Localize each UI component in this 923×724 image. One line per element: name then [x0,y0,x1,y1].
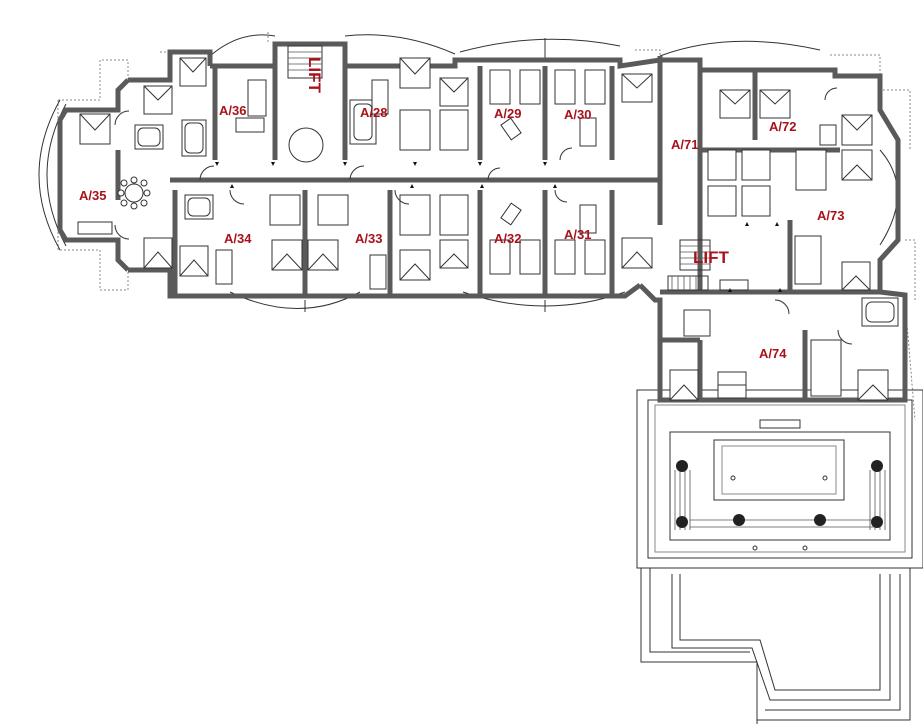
structural-walls [57,41,908,403]
unit-label-a36: A/36 [219,103,246,118]
table-icon [77,79,801,429]
unit-label-a73: A/73 [817,208,844,223]
unit-label-a29: A/29 [494,106,521,121]
lift-label-north: LIFT [305,57,324,93]
bathtub-icon [134,69,899,337]
bed-icon [79,57,889,401]
unit-labels: A/35 A/36 A/34 A/28 A/33 A/29 A/32 A/30 … [79,103,844,361]
unit-label-a71: A/71 [671,137,698,152]
plant-icon [676,460,883,528]
unit-label-a31: A/31 [564,227,591,242]
stair-icon [287,45,711,291]
roof-terrace [636,389,923,724]
unit-label-a35: A/35 [79,188,106,203]
unit-label-a28: A/28 [360,105,387,120]
door-swings [114,87,853,345]
unit-label-a33: A/33 [355,231,382,246]
unit-label-a30: A/30 [564,107,591,122]
lift-label-east: LIFT [693,248,729,267]
unit-label-a72: A/72 [769,119,796,134]
unit-label-a32: A/32 [494,231,521,246]
lift-labels: LIFT LIFT [305,57,729,267]
unit-label-a74: A/74 [759,346,787,361]
unit-label-a34: A/34 [224,231,252,246]
door-arrow-icon [215,162,782,292]
